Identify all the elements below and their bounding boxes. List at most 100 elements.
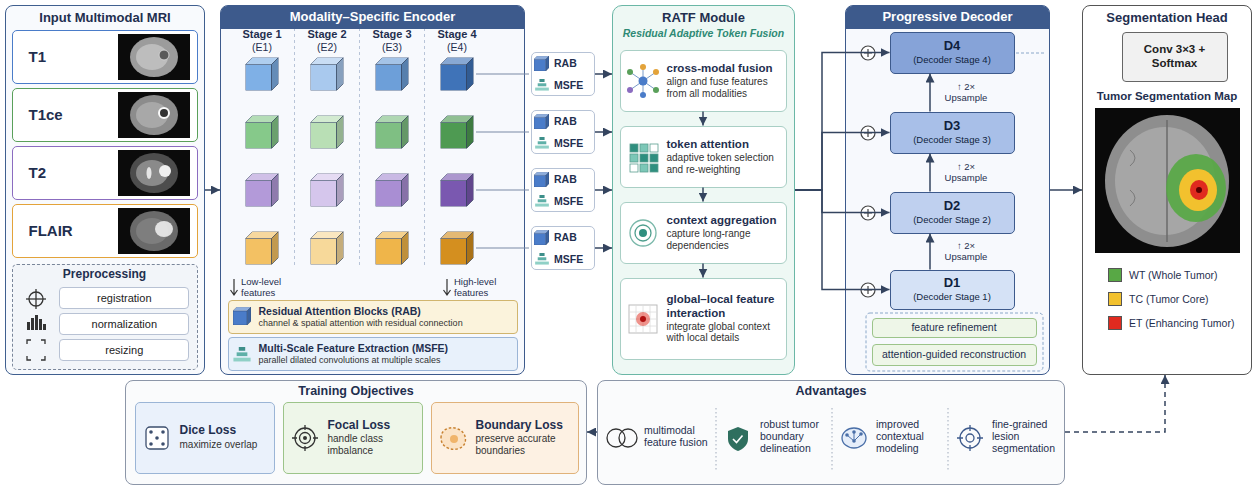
stage-separator [359, 28, 360, 268]
feature-link [476, 247, 529, 248]
box-title: feature refinement [911, 321, 996, 333]
sum-symbol [861, 46, 875, 60]
box-description: integrate global context with local deta… [667, 321, 782, 344]
encoder-cube [246, 58, 474, 265]
box-title: Segmentation Head [1106, 11, 1227, 26]
flow-arrow [929, 74, 931, 112]
box-description: maximize overlap [180, 439, 258, 451]
rab-msfe-block: RAB MSFE [531, 168, 595, 212]
decoder-stage: D2(Decoder Stage 2) [890, 192, 1015, 234]
feature-link [476, 74, 529, 248]
global-local-icon [629, 305, 657, 333]
mri-image [155, 221, 173, 237]
box-title: Focal Loss [328, 419, 391, 433]
conv-box: Conv 3×3 + Softmax [1122, 32, 1228, 82]
box-title: Preprocessing [63, 268, 146, 282]
flow-arrow [595, 131, 612, 133]
box-title: RAB [554, 173, 577, 185]
legend-entry: ET (Enhancing Tumor) [1108, 314, 1248, 332]
box-description: channel & spatial attention with residua… [259, 318, 463, 328]
advantage-icon [847, 432, 861, 441]
box-title: Boundary Loss [476, 419, 563, 433]
refinement-box: attention-guided reconstruction [872, 344, 1037, 366]
fusion-icon [640, 92, 646, 98]
box-title: FLAIR [29, 222, 73, 239]
input-panel: Input Multimodal MRIT1T1ceT2FLAIRPreproc… [5, 5, 205, 375]
flow-arrow [795, 190, 890, 290]
advantage-icon [845, 433, 849, 437]
box-description: MSFE [554, 137, 583, 149]
box-title: Advantages [796, 384, 867, 398]
box-description: handle class imbalance [328, 433, 418, 456]
mri-image [159, 108, 169, 118]
upsample-note-holder: ↑ 2× Upsample [938, 236, 994, 268]
mri-image [118, 208, 190, 254]
box-title: global–local feature interaction [667, 293, 782, 319]
encoder-cube [246, 116, 279, 149]
upsample-note: ↑ 2× Upsample [938, 241, 994, 263]
segmentation-image [1105, 115, 1229, 247]
box-title: RAB [554, 57, 577, 69]
feature-level-note: Low-level features [241, 277, 313, 299]
block-icon [534, 114, 549, 129]
histogram-icon [27, 315, 46, 330]
global-local-icon [643, 305, 644, 333]
sum-symbol [861, 283, 875, 297]
feature-level-note-holder: High-level features [454, 277, 522, 299]
loss-icon [146, 427, 168, 449]
token-icon [650, 144, 658, 152]
legend-entry: TC (Tumor Core) [1108, 290, 1248, 308]
global-local-icon [629, 312, 657, 313]
histogram-icon [31, 318, 34, 330]
mri-image [130, 95, 178, 135]
fusion-icon [630, 67, 656, 95]
loss-icon [450, 435, 458, 443]
stage-label: Stage 1 [232, 28, 292, 41]
fusion-icon [643, 72, 656, 81]
segmentation-image [1166, 120, 1168, 242]
encoder-cube [246, 58, 279, 91]
box-description: MSFE [554, 195, 583, 207]
stage-label-holder: (E1) [232, 41, 292, 54]
encoder-cube [246, 232, 279, 265]
global-local-icon [629, 326, 657, 327]
modality-box: T2 [12, 146, 198, 200]
encoder-cube [441, 232, 474, 265]
block-icon [535, 137, 549, 149]
flow-arrow [205, 189, 220, 191]
stage-label-holder: (E4) [427, 41, 487, 54]
box-description: Residual Adaptive Token Fusion [623, 27, 784, 39]
box-title: Training Objectives [298, 384, 413, 398]
box-title: Multi-Scale Feature Extraction (MSFE) [259, 342, 449, 354]
box-title: Modality–Specific Encoder [221, 6, 524, 29]
stage-separator [295, 28, 425, 268]
block-icon [534, 172, 549, 187]
stage-label: Stage 2 [297, 28, 357, 41]
decoder-stage: D4(Decoder Stage 4) [890, 32, 1015, 74]
advantage-text-holder: robust tumor boundary delineation [760, 404, 830, 468]
box-description: (Decoder Stage 4) [913, 55, 991, 66]
mri-image [130, 37, 178, 77]
encoder-cube [376, 232, 409, 265]
histogram-icon [35, 315, 38, 330]
flow-arrow [595, 247, 612, 249]
box-title: normalization [92, 318, 157, 331]
mri-image [136, 102, 168, 128]
loss-icon [441, 428, 465, 450]
segmentation-image [1130, 150, 1135, 206]
flow-arrow [702, 188, 704, 202]
advantage-text: improved contextual modeling [876, 418, 946, 454]
fusion-icon [630, 72, 643, 81]
loss-icon [303, 436, 307, 440]
advantage-icon [733, 436, 743, 443]
flow-arrow [795, 53, 890, 191]
advantage-separator [716, 408, 948, 470]
advantage-icon [852, 430, 856, 434]
block-icon [233, 307, 251, 325]
mri-image [118, 150, 190, 196]
box-title: T1ce [29, 106, 63, 123]
mri-image [147, 167, 152, 179]
stage-label-holder: (E3) [362, 41, 422, 54]
mri-image [130, 211, 178, 251]
box-title: D2 [944, 199, 961, 214]
